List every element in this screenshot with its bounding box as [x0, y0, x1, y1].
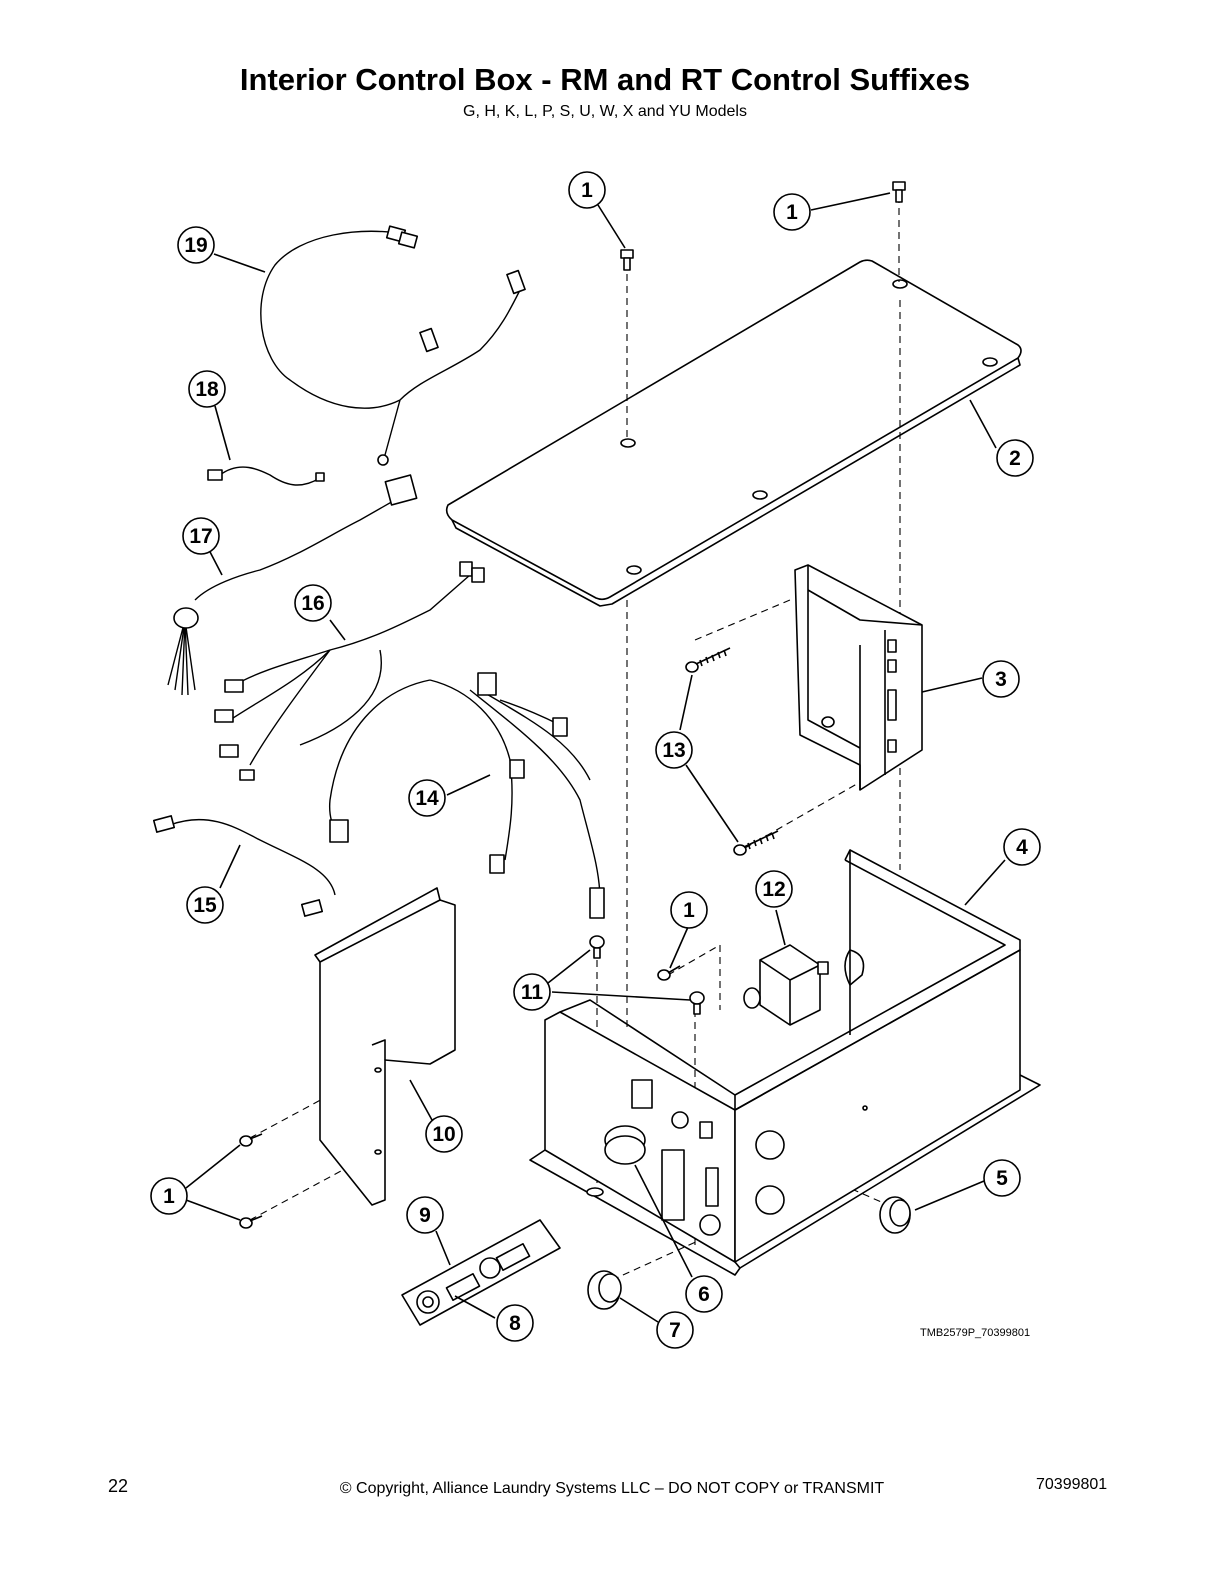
callout-5: 5 [983, 1159, 1021, 1197]
mounting-bracket [314, 887, 456, 1206]
callout-label: 11 [521, 981, 544, 1004]
callout-label: 7 [669, 1319, 681, 1342]
callout-1-side: 1 [150, 1177, 188, 1215]
screw-13-upper [685, 647, 731, 673]
callout-19: 19 [177, 226, 215, 264]
copyright-notice: © Copyright, Alliance Laundry Systems LL… [339, 1480, 885, 1497]
callout-label: 4 [1016, 836, 1028, 859]
control-box [529, 849, 1041, 1276]
callout-9: 9 [406, 1196, 444, 1234]
callout-label: 10 [432, 1123, 455, 1146]
electronic-control [794, 564, 923, 791]
page-title: Interior Control Box - RM and RT Control… [239, 62, 971, 97]
callouts: 1 1 1 1 2 3 4 5 6 7 8 9 10 11 12 13 14 1… [150, 171, 1041, 1349]
harness-14 [328, 672, 605, 919]
callout-12: 12 [755, 870, 793, 908]
screw-box-b [689, 991, 705, 1015]
control-switch [743, 944, 829, 1026]
callout-label: 15 [193, 894, 217, 917]
screw-top-right [892, 181, 906, 203]
callout-6: 6 [685, 1275, 723, 1313]
callout-label: 17 [189, 525, 212, 548]
callout-label: 14 [415, 787, 439, 810]
callout-label: 19 [184, 234, 207, 257]
callout-3: 3 [982, 660, 1020, 698]
callout-1-top-left: 1 [568, 171, 606, 209]
callout-1-box: 1 [670, 891, 708, 929]
screw-13-lower [733, 830, 779, 856]
callout-label: 6 [698, 1283, 710, 1306]
callout-13: 13 [655, 731, 693, 769]
drawing-id: TMB2579P_70399801 [920, 1327, 1031, 1339]
screw-box-a [589, 935, 605, 959]
callout-4: 4 [1003, 828, 1041, 866]
callout-label: 8 [509, 1312, 521, 1335]
bushing-5 [879, 1196, 911, 1234]
bushing-6 [604, 1125, 646, 1165]
screw-side-b [239, 1215, 263, 1229]
harness-17 [167, 474, 418, 696]
callout-label: 13 [662, 739, 685, 762]
bushing-7 [587, 1270, 622, 1310]
harness-19 [260, 225, 526, 466]
screw-side-a [239, 1133, 263, 1147]
callout-15: 15 [186, 886, 224, 924]
harness-16 [214, 561, 485, 781]
callout-14: 14 [408, 779, 446, 817]
callout-label: 1 [163, 1185, 175, 1208]
callout-leaders [185, 192, 1006, 1323]
callout-label: 5 [996, 1167, 1008, 1190]
callout-label: 2 [1009, 447, 1021, 470]
callout-label: 16 [301, 592, 324, 615]
callout-1-top-right: 1 [773, 193, 811, 231]
callout-10: 10 [425, 1115, 463, 1153]
callout-label: 9 [419, 1204, 431, 1227]
callout-2: 2 [996, 439, 1034, 477]
page-number: 22 [108, 1476, 129, 1496]
screw-top-left [620, 249, 634, 271]
callout-8: 8 [496, 1304, 534, 1342]
harness-18 [207, 466, 325, 486]
callout-7: 7 [656, 1311, 694, 1349]
callout-label: 1 [683, 899, 695, 922]
callout-label: 1 [786, 201, 798, 224]
screw-box-c [657, 965, 681, 981]
document-number: 70399801 [1036, 1476, 1108, 1493]
callout-17: 17 [182, 517, 220, 555]
callout-label: 3 [995, 668, 1007, 691]
callout-18: 18 [188, 370, 226, 408]
callout-16: 16 [294, 584, 332, 622]
harness-15 [152, 815, 336, 917]
callout-11: 11 [513, 973, 551, 1011]
callout-label: 1 [581, 179, 593, 202]
top-cover-panel [445, 259, 1022, 607]
callout-label: 12 [762, 878, 785, 901]
page-subtitle: G, H, K, L, P, S, U, W, X and YU Models [463, 103, 747, 120]
callout-label: 18 [195, 378, 219, 401]
fuse-holder-assembly [401, 1219, 561, 1326]
